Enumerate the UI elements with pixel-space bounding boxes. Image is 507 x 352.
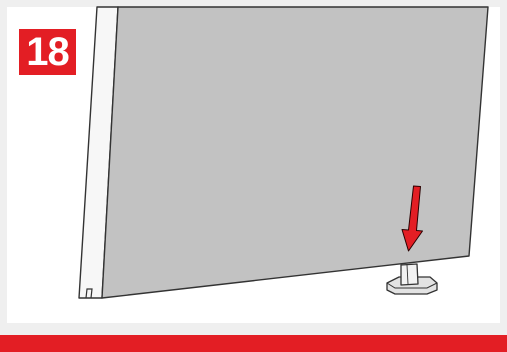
panel-face xyxy=(101,6,489,299)
step-number-badge: 18 xyxy=(19,29,76,75)
panel-notch xyxy=(85,288,93,299)
footer-accent-bar xyxy=(0,335,507,352)
panel-foot-icon xyxy=(386,263,438,295)
down-arrow-icon xyxy=(401,185,423,252)
